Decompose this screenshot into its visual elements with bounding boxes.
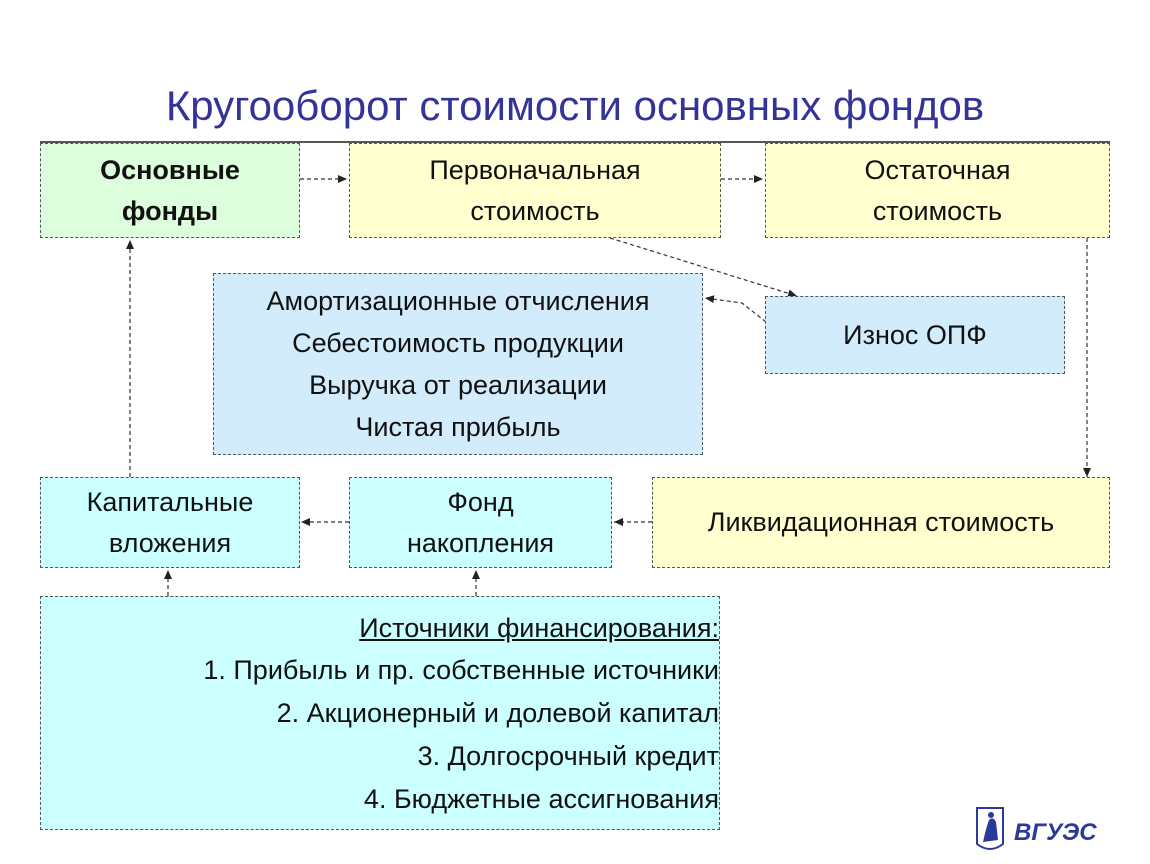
box-amortizatsiya-line1: Амортизационные отчисления — [266, 286, 650, 316]
arrow-pervonach-to-iznos — [609, 237, 798, 298]
box-sources: Источники финансирования: 1. Прибыль и п… — [40, 596, 720, 830]
box-amortizatsiya-line2: Себестоимость продукции — [292, 328, 624, 358]
title-underline — [40, 141, 1110, 143]
box-kapitalnye-line2: вложения — [108, 527, 232, 558]
sources-item-3: 3. Долгосрочный кредит — [417, 741, 719, 771]
box-amortizatsiya-line3: Выручка от реализации — [309, 370, 607, 400]
box-likvidatsionnaya-label: Ликвидационная стоимость — [707, 507, 1055, 537]
sources-item-1: 1. Прибыль и пр. собственные источники — [203, 655, 719, 685]
box-osnovnye-fondy-line1: Основные — [100, 154, 240, 185]
box-fond-nakopleniya-line1: Фонд — [447, 486, 514, 517]
box-fond-nakopleniya-line2: накопления — [406, 527, 555, 558]
box-iznos: Износ ОПФ — [765, 296, 1065, 374]
box-pervonachalnaya-line1: Первоначальная — [429, 154, 641, 185]
box-osnovnye-fondy-line2: фонды — [121, 195, 219, 226]
box-ostatochnaya-line2: стоимость — [872, 195, 1003, 226]
box-kapitalnye: Капитальные вложения — [40, 477, 300, 568]
box-pervonachalnaya-line2: стоимость — [470, 195, 600, 226]
box-iznos-label: Износ ОПФ — [843, 319, 987, 350]
box-ostatochnaya: Остаточная стоимость — [765, 143, 1110, 238]
sources-heading: Источники финансирования: — [359, 613, 719, 643]
box-pervonachalnaya: Первоначальная стоимость — [349, 143, 721, 238]
arrow-iznos-to-amort — [704, 295, 767, 323]
sources-item-2: 2. Акционерный и долевой капитал — [276, 698, 719, 728]
page-title: Кругооборот стоимости основных фондов — [165, 82, 985, 129]
logo-text: ВГУЭС — [1014, 819, 1097, 846]
sources-item-4: 4. Бюджетные ассигнования — [363, 784, 719, 814]
box-fond-nakopleniya: Фонд накопления — [349, 477, 612, 568]
box-ostatochnaya-line1: Остаточная — [864, 154, 1011, 185]
vguets-logo: ВГУЭС — [976, 807, 1097, 850]
box-kapitalnye-line1: Капитальные — [86, 486, 254, 517]
box-osnovnye-fondy: Основные фонды — [40, 143, 300, 238]
box-amortizatsiya-line4: Чистая прибыль — [355, 412, 561, 442]
box-likvidatsionnaya: Ликвидационная стоимость — [652, 477, 1110, 568]
box-amortizatsiya: Амортизационные отчисления Себестоимость… — [213, 273, 703, 455]
